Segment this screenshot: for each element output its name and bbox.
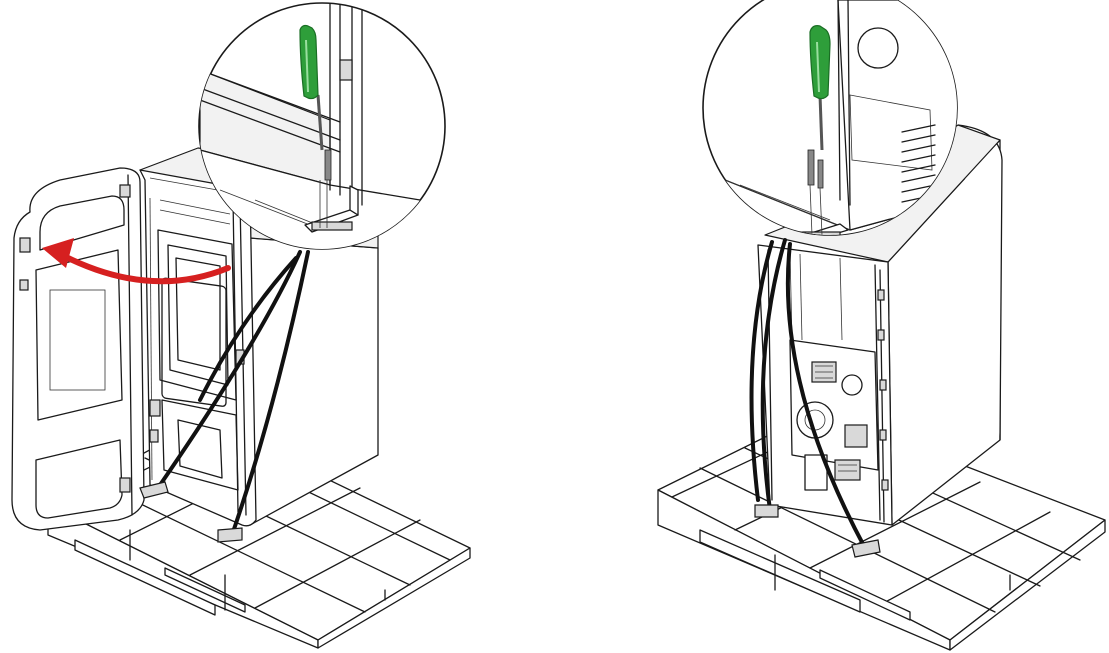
straps-left bbox=[139, 250, 310, 543]
left-figure bbox=[11, 2, 471, 649]
right-figure bbox=[657, 0, 1106, 651]
stove-body-right bbox=[757, 124, 1003, 526]
screwdriver-icon bbox=[299, 24, 324, 151]
pallet-right bbox=[657, 409, 1106, 651]
screwdriver-icon bbox=[809, 25, 831, 151]
arrow-head bbox=[42, 238, 74, 268]
straps-right bbox=[749, 238, 881, 558]
open-door-left bbox=[11, 167, 145, 531]
magnifier-circle-right bbox=[702, 0, 958, 236]
curved-arrow-icon bbox=[59, 252, 231, 285]
